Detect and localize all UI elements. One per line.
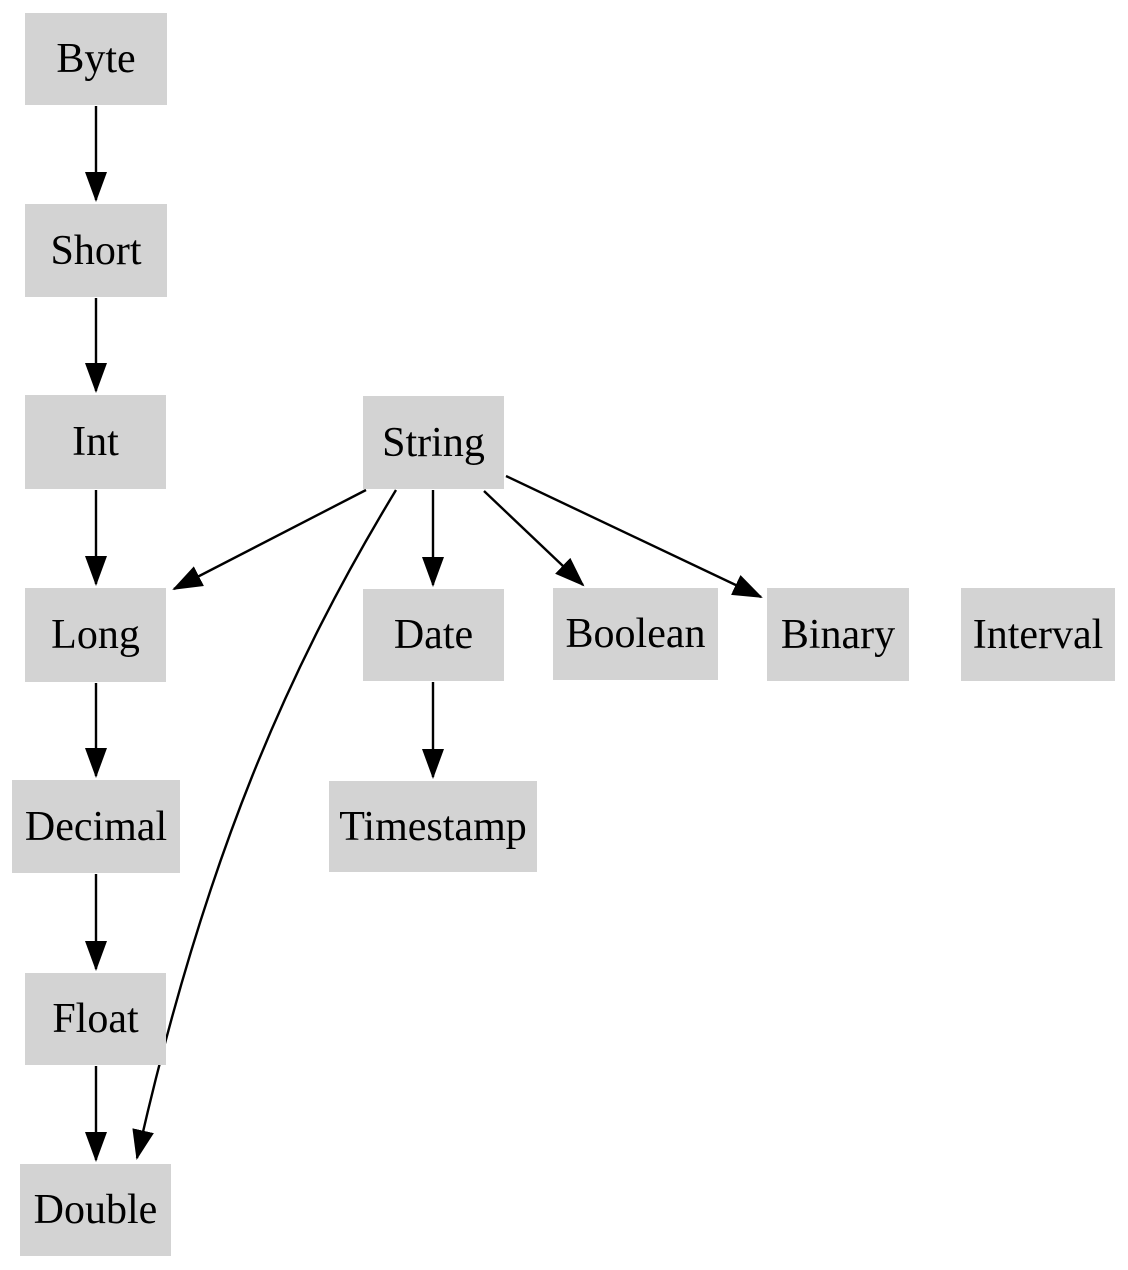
node-boolean-label: Boolean [565, 611, 706, 657]
edge-string-binary [505, 474, 763, 599]
node-int: Int [25, 395, 166, 489]
node-float-label: Float [52, 996, 139, 1042]
node-short-label: Short [50, 227, 142, 274]
node-long: Long [25, 588, 166, 682]
node-double-label: Double [33, 1187, 158, 1233]
node-interval: Interval [961, 588, 1115, 681]
edge-string-double [132, 489, 398, 1160]
node-double: Double [20, 1164, 171, 1256]
node-date: Date [363, 589, 504, 681]
node-decimal-label: Decimal [24, 803, 168, 850]
node-short: Short [25, 204, 167, 297]
node-decimal: Decimal [12, 780, 180, 873]
node-string-label: String [382, 419, 485, 466]
edge-string-boolean [483, 490, 585, 587]
node-date-label: Date [393, 612, 474, 658]
node-int-label: Int [72, 419, 119, 465]
node-timestamp: Timestamp [329, 781, 537, 872]
node-binary: Binary [767, 588, 909, 681]
node-byte-label: Byte [56, 36, 136, 82]
node-boolean: Boolean [553, 588, 718, 680]
node-timestamp-label: Timestamp [339, 803, 527, 850]
node-binary-label: Binary [780, 611, 896, 658]
edge-string-long [172, 488, 367, 591]
node-byte: Byte [25, 13, 167, 105]
node-long-label: Long [51, 612, 140, 658]
node-string: String [363, 396, 504, 489]
node-float: Float [25, 973, 166, 1065]
node-interval-label: Interval [972, 611, 1104, 658]
